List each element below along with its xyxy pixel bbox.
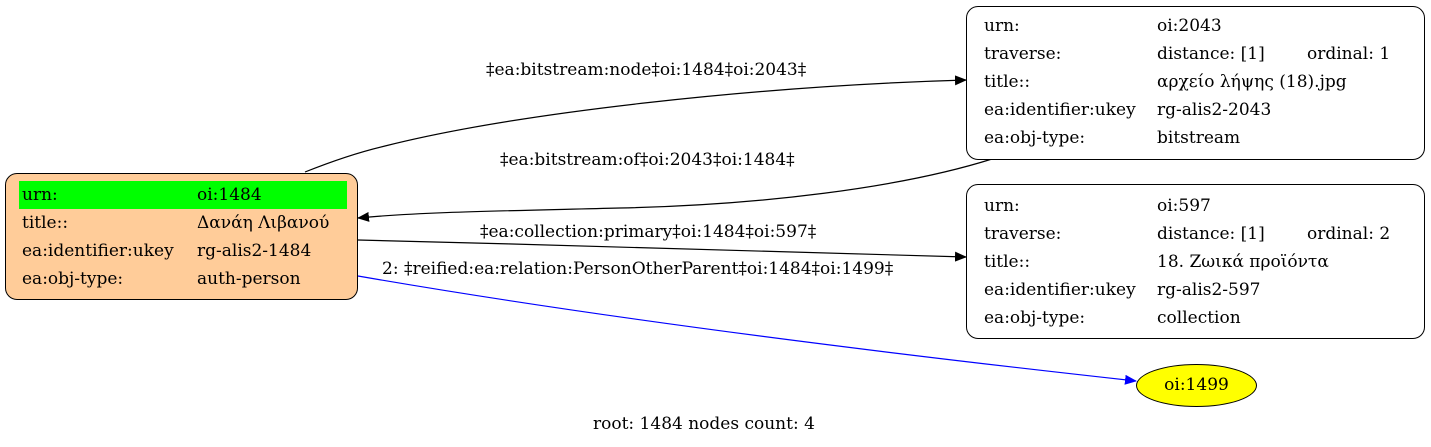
root-type-key: ea:obj-type:	[22, 269, 124, 289]
node-2043-row-title: title:: αρχείο λήψης (18).jpg	[967, 68, 1424, 96]
node-597-row-traverse: traverse: distance: [1] ordinal: 2	[967, 220, 1424, 248]
root-ukey-key: ea:identifier:ukey	[22, 241, 174, 261]
node-597-ordinal: ordinal: 2	[1307, 224, 1391, 244]
node-597-title-value: 18. Ζωικά προϊόντα	[1157, 252, 1329, 272]
node-2043-urn-key: urn:	[984, 16, 1020, 36]
node-2043-ukey-key: ea:identifier:ukey	[984, 100, 1136, 120]
root-row-type: ea:obj-type: auth-person	[6, 265, 357, 293]
edge-reified-relation	[357, 275, 1137, 385]
root-urn-value: oi:1484	[194, 181, 347, 209]
node-597-type-key: ea:obj-type:	[984, 308, 1086, 328]
node-597-row-title: title:: 18. Ζωικά προϊόντα	[967, 248, 1424, 276]
node-597-urn-key: urn:	[984, 196, 1020, 216]
edge-bitstream-node	[304, 75, 967, 173]
node-oi-597[interactable]: urn: oi:597 traverse: distance: [1] ordi…	[966, 184, 1425, 339]
root-urn-key: urn:	[19, 181, 194, 209]
node-2043-ordinal: ordinal: 1	[1307, 44, 1391, 64]
node-2043-title-value: αρχείο λήψης (18).jpg	[1157, 72, 1347, 92]
node-2043-title-key: title::	[984, 72, 1031, 92]
node-2043-row-ukey: ea:identifier:ukey rg-alis2-2043	[967, 96, 1424, 124]
node-2043-row-traverse: traverse: distance: [1] ordinal: 1	[967, 40, 1424, 68]
node-597-title-key: title::	[984, 252, 1031, 272]
root-row-ukey: ea:identifier:ukey rg-alis2-1484	[6, 237, 357, 265]
node-597-type-value: collection	[1157, 308, 1241, 328]
edge-label-bitstream-of: ‡ea:bitstream:of‡oi:2043‡oi:1484‡	[500, 150, 795, 170]
node-597-urn-value: oi:597	[1157, 196, 1211, 216]
edge-bitstream-of	[357, 158, 993, 222]
node-2043-row-urn: urn: oi:2043	[967, 12, 1424, 40]
node-597-row-type: ea:obj-type: collection	[967, 304, 1424, 332]
node-2043-row-type: ea:obj-type: bitstream	[967, 124, 1424, 152]
root-title-key: title::	[22, 213, 69, 233]
node-2043-type-key: ea:obj-type:	[984, 128, 1086, 148]
node-597-ukey-key: ea:identifier:ukey	[984, 280, 1136, 300]
edge-label-collection-primary: ‡ea:collection:primary‡oi:1484‡oi:597‡	[480, 222, 817, 242]
node-2043-urn-value: oi:2043	[1157, 16, 1222, 36]
root-ukey-value: rg-alis2-1484	[197, 241, 312, 261]
root-row-urn: urn: oi:1484	[6, 181, 357, 209]
node-597-distance: distance: [1]	[1157, 224, 1265, 244]
node-597-row-urn: urn: oi:597	[967, 192, 1424, 220]
root-node-oi-1484[interactable]: urn: oi:1484 title:: Δανάη Λιβανού ea:id…	[5, 173, 358, 300]
node-oi-1499[interactable]: oi:1499	[1136, 364, 1257, 407]
node-1499-label: oi:1499	[1164, 375, 1229, 395]
node-597-row-ukey: ea:identifier:ukey rg-alis2-597	[967, 276, 1424, 304]
node-2043-traverse-key: traverse:	[984, 44, 1062, 64]
root-type-value: auth-person	[197, 269, 301, 289]
root-title-value: Δανάη Λιβανού	[197, 213, 330, 233]
edge-label-bitstream-node: ‡ea:bitstream:node‡oi:1484‡oi:2043‡	[486, 60, 807, 80]
graph-footer: root: 1484 nodes count: 4	[593, 414, 815, 434]
root-row-title: title:: Δανάη Λιβανού	[6, 209, 357, 237]
node-597-traverse-key: traverse:	[984, 224, 1062, 244]
node-2043-type-value: bitstream	[1157, 128, 1241, 148]
edge-collection-primary	[357, 239, 967, 262]
node-2043-distance: distance: [1]	[1157, 44, 1265, 64]
node-oi-2043[interactable]: urn: oi:2043 traverse: distance: [1] ord…	[966, 6, 1425, 160]
node-597-ukey-value: rg-alis2-597	[1157, 280, 1261, 300]
edge-label-reified-relation: 2: ‡reified:ea:relation:PersonOtherParen…	[382, 259, 894, 279]
node-2043-ukey-value: rg-alis2-2043	[1157, 100, 1272, 120]
